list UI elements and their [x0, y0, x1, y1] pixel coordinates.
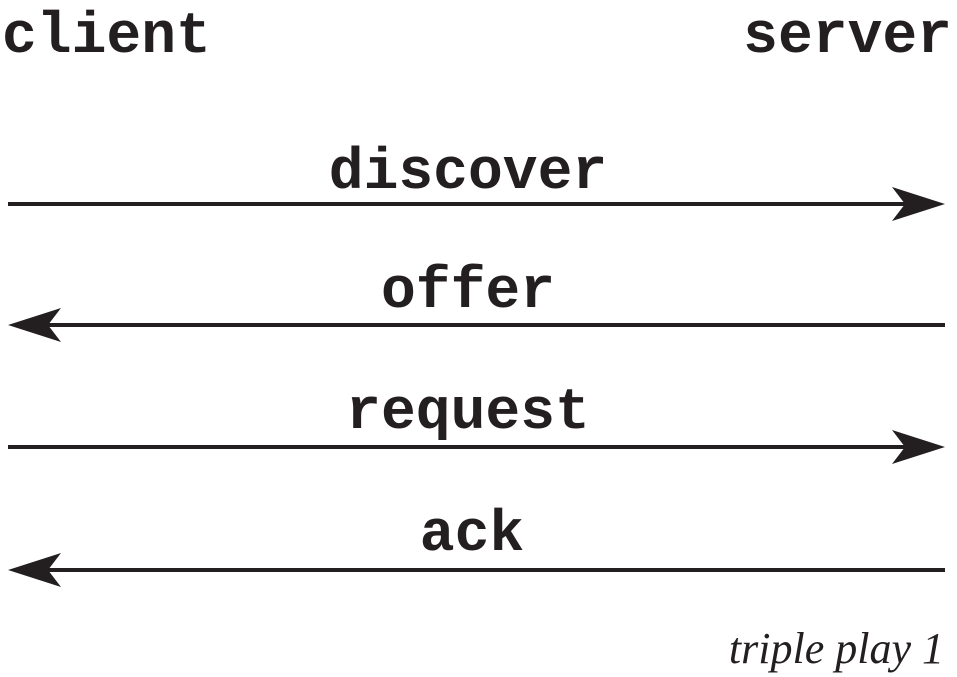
- message-discover: discover: [8, 141, 945, 221]
- message-ack: ack: [8, 503, 945, 587]
- arrowhead-left-icon: [8, 553, 61, 587]
- server-label: server: [743, 5, 952, 70]
- message-request: request: [8, 381, 945, 464]
- message-label-request: request: [346, 381, 590, 446]
- message-label-ack: ack: [420, 503, 524, 568]
- arrowhead-left-icon: [8, 308, 61, 342]
- arrowhead-right-icon: [892, 430, 945, 464]
- message-label-offer: offer: [381, 260, 555, 325]
- arrowhead-right-icon: [892, 187, 945, 221]
- caption: triple play 1: [729, 624, 944, 673]
- client-label: client: [2, 5, 211, 70]
- message-offer: offer: [8, 260, 945, 342]
- message-label-discover: discover: [329, 141, 607, 206]
